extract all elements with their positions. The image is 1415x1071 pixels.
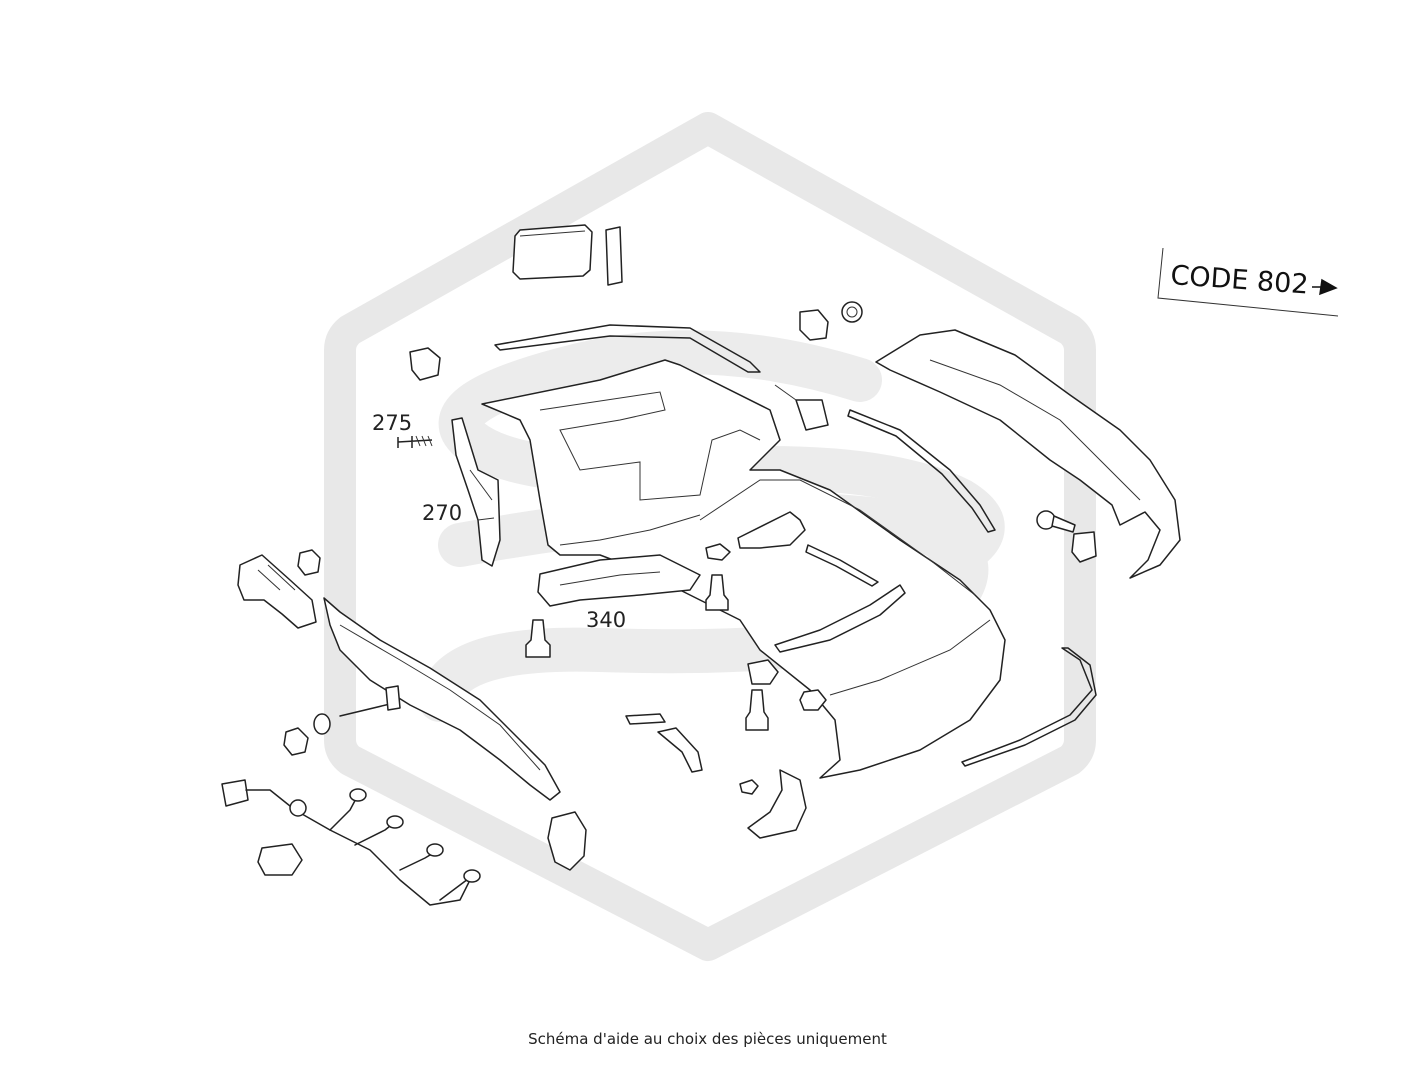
sensor-holder-top[interactable]	[409, 347, 441, 381]
screw-right[interactable]	[1036, 510, 1076, 533]
bracket-270[interactable]	[451, 417, 501, 567]
clip-bottom[interactable]	[747, 659, 779, 685]
side-strip[interactable]	[805, 544, 879, 587]
screw-a[interactable]	[705, 574, 729, 611]
reinforcement-strip[interactable]	[774, 584, 906, 653]
corner-trim[interactable]	[657, 727, 703, 773]
code-label: CODE 802	[1170, 260, 1310, 301]
callout-275[interactable]: 275	[372, 411, 412, 435]
wiring-harness[interactable]	[221, 779, 481, 906]
clip-right[interactable]	[1071, 531, 1097, 563]
panel-340[interactable]	[537, 554, 701, 607]
washer-bottom[interactable]	[799, 689, 827, 711]
screw-275[interactable]	[397, 435, 433, 448]
stud-bolt[interactable]	[339, 685, 401, 717]
left-mount-bracket[interactable]	[237, 554, 317, 629]
sensor-ring[interactable]	[799, 301, 863, 341]
rear-diffuser[interactable]	[875, 329, 1181, 579]
bracket-center[interactable]	[737, 511, 806, 549]
nut-left-bottom[interactable]	[283, 727, 309, 756]
callout-270[interactable]: 270	[422, 501, 462, 525]
lower-chrome-strip[interactable]	[961, 647, 1097, 767]
clip-lower[interactable]	[739, 779, 759, 795]
washer-left[interactable]	[313, 713, 331, 735]
screw-c[interactable]	[745, 689, 769, 731]
module-bracket[interactable]	[605, 226, 623, 286]
impact-absorber-beam[interactable]	[323, 597, 561, 801]
upper-trim-strip[interactable]	[494, 324, 761, 373]
sensor-mount-bottom[interactable]	[547, 811, 587, 871]
screw-b[interactable]	[525, 619, 551, 658]
bumper-cover[interactable]	[481, 359, 1006, 779]
code-tag: CODE 802	[1157, 247, 1339, 317]
clip-center[interactable]	[705, 543, 731, 561]
caption: Schéma d'aide au choix des pièces unique…	[528, 1030, 887, 1048]
foam-pad[interactable]	[625, 713, 666, 725]
lower-cover[interactable]	[747, 769, 807, 839]
nut-left-top[interactable]	[297, 549, 321, 576]
arrow-right-icon	[1312, 278, 1338, 296]
connector-block[interactable]	[257, 843, 303, 876]
callout-340[interactable]: 340	[586, 608, 626, 632]
right-trim-strip[interactable]	[847, 409, 996, 533]
control-unit[interactable]	[512, 224, 593, 280]
sensor-bracket-center[interactable]	[774, 384, 829, 431]
